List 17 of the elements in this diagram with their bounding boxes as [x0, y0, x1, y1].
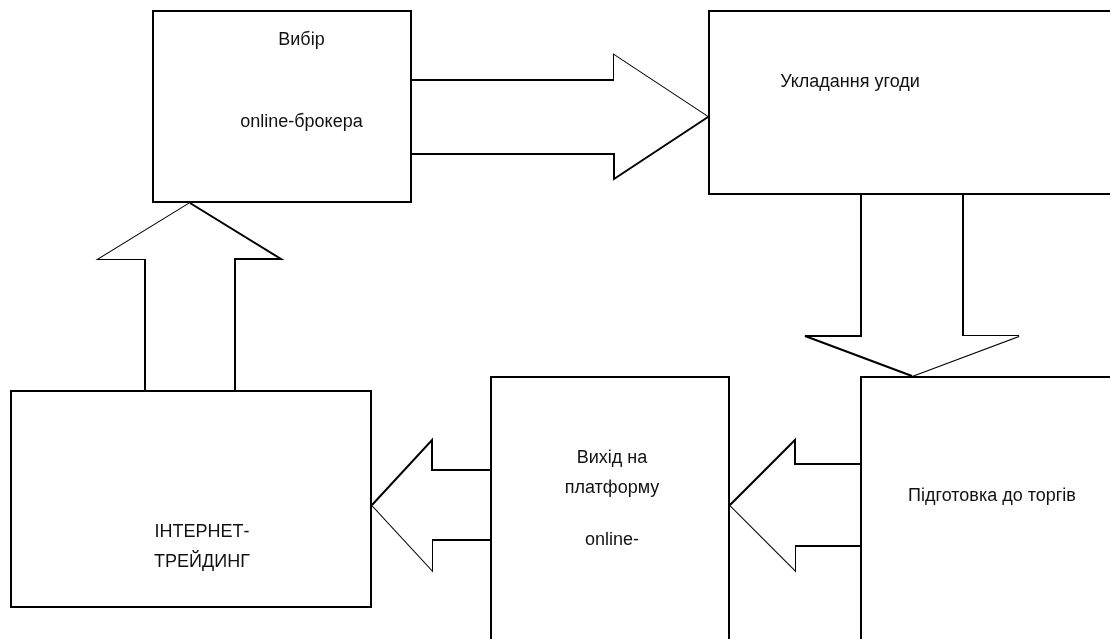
- box-label: online-брокера: [240, 110, 363, 133]
- block-arrow: [729, 439, 861, 573]
- block-arrow: [95, 202, 282, 391]
- process-box: [10, 390, 372, 608]
- box-label: Підготовка до торгів: [908, 484, 1076, 507]
- box-label: Вибір: [278, 28, 325, 51]
- block-arrow: [371, 439, 491, 573]
- block-arrow: [804, 194, 1020, 377]
- box-label: Вихід на платформу: [563, 446, 661, 499]
- box-label: Укладання угоди: [780, 70, 920, 93]
- process-box: [860, 376, 1110, 639]
- box-label: online-: [584, 528, 639, 551]
- block-arrow: [411, 53, 709, 180]
- process-box: [490, 376, 730, 639]
- process-box: [152, 10, 412, 203]
- process-box: [708, 10, 1110, 195]
- box-label: ІНТЕРНЕТ-ТРЕЙДИНГ: [153, 520, 251, 573]
